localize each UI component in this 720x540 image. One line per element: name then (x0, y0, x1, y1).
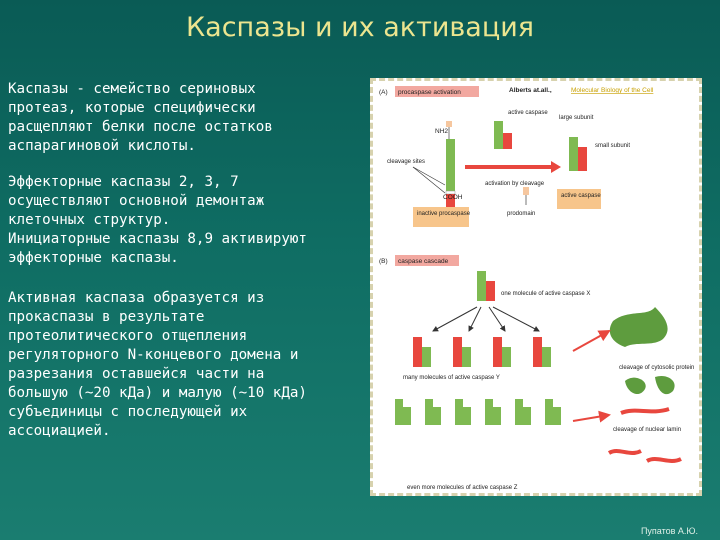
caspase-z-1-green (395, 399, 403, 425)
cascade-arrow-4 (492, 306, 540, 332)
panel-a-title-box (395, 86, 479, 97)
large-subunit-red (578, 147, 587, 171)
active-caspase-top-label: active caspase (508, 110, 548, 116)
cytosolic-protein-shape (609, 307, 668, 347)
nuclear-arrow (572, 410, 611, 423)
slide-title: Каспазы и их активация (185, 12, 534, 43)
procaspase-small-domain (446, 194, 455, 218)
paragraph-effector-initiator: Эффекторные каспазы 2, 3, 7 осуществляют… (8, 174, 307, 266)
caspase-z-3-green-b (463, 407, 471, 425)
caspase-z-6-green (545, 399, 553, 425)
panel-b-title: caspase cascade (398, 258, 449, 265)
large-subunit-green (569, 137, 578, 171)
caspase-z-6-green-b (553, 407, 561, 425)
cytosolic-arrow (572, 330, 611, 352)
prodomain-fragment (523, 187, 529, 195)
caspase-z-5-green (515, 399, 523, 425)
caspase-z-3-green (455, 399, 463, 425)
caspase-y-1-red (413, 337, 422, 367)
lamin-fragment-1 (607, 449, 642, 455)
cascade-arrow-3 (488, 306, 506, 332)
caspase-y-3-red (493, 337, 502, 367)
paragraph-caspase-definition: Каспазы - семейство сериновых протеаз, к… (8, 81, 273, 154)
caspase-y-1-green (422, 347, 431, 367)
many-molecules-label: many molecules of active caspase Y (403, 375, 500, 381)
caspase-z-4-green (485, 399, 493, 425)
cleavage-pointer-2 (412, 166, 446, 194)
caspase-x-green (477, 271, 486, 301)
procaspase-large-domain (446, 139, 455, 191)
caspase-z-4-green-b (493, 407, 501, 425)
lamin-fragment-2 (645, 457, 682, 463)
caspase-z-5-green-b (523, 407, 531, 425)
paragraph-activation-process: Активная каспаза образуется из прокаспаз… (8, 290, 307, 439)
panel-a-title: procaspase activation (398, 89, 461, 96)
small-subunit-label: small subunit (595, 143, 630, 149)
active-caspase-bottom-label: active caspase (561, 193, 601, 199)
caspase-z-2-green-b (433, 407, 441, 425)
one-molecule-label: one molecule of active caspase X (501, 291, 590, 297)
cleavage-sites-label: cleavage sites (387, 159, 425, 165)
cooh-label: COOH (443, 194, 463, 201)
even-more-label: even more molecules of active caspase Z (407, 485, 518, 491)
caspase-z-2-green (425, 399, 433, 425)
caspase-y-3-green (502, 347, 511, 367)
cytosolic-label: cleavage of cytosolic protein (619, 365, 694, 371)
prodomain-top-block (446, 121, 452, 127)
active-caspase-bottom-box (557, 189, 601, 209)
citation-book: Molecular Biology of the Cell (571, 87, 654, 94)
cleavage-pointer-1 (412, 166, 446, 186)
nuclear-lamin-label: cleavage of nuclear lamin (613, 427, 681, 433)
caspase-y-2-green (462, 347, 471, 367)
author-credit: Пупатов А.Ю. (640, 526, 698, 536)
caspase-y-4-green (542, 347, 551, 367)
cascade-arrow-1 (432, 306, 478, 332)
cascade-arrow-2 (468, 306, 482, 332)
figure-caspase-diagram: (A) procaspase activation Alberts at.all… (370, 78, 702, 496)
cytosolic-fragment-1 (625, 377, 646, 395)
panel-a-tag: (A) (379, 89, 388, 96)
prodomain-label: prodomain (507, 211, 535, 217)
panel-b-tag: (B) (379, 258, 388, 265)
nh2-label: NH2 (435, 128, 448, 135)
caspase-y-4-red (533, 337, 542, 367)
citation-author: Alberts at.all., (509, 87, 552, 94)
inactive-procaspase-box (413, 207, 469, 227)
active-caspase-top-red (503, 133, 512, 149)
caspase-y-2-red (453, 337, 462, 367)
caspase-x-red (486, 281, 495, 301)
nuclear-lamin-shape (620, 407, 670, 415)
active-caspase-top-green (494, 121, 503, 149)
panel-b-title-box (395, 255, 459, 266)
inactive-procaspase-label: inactive procaspase (417, 211, 471, 217)
large-subunit-label: large subunit (559, 115, 594, 121)
caspase-z-1-green-b (403, 407, 411, 425)
cytosolic-fragment-2 (655, 375, 675, 395)
activation-arrowhead (551, 161, 561, 173)
activation-label: activation by cleavage (485, 181, 545, 187)
diagram-svg: (A) procaspase activation Alberts at.all… (379, 86, 694, 491)
